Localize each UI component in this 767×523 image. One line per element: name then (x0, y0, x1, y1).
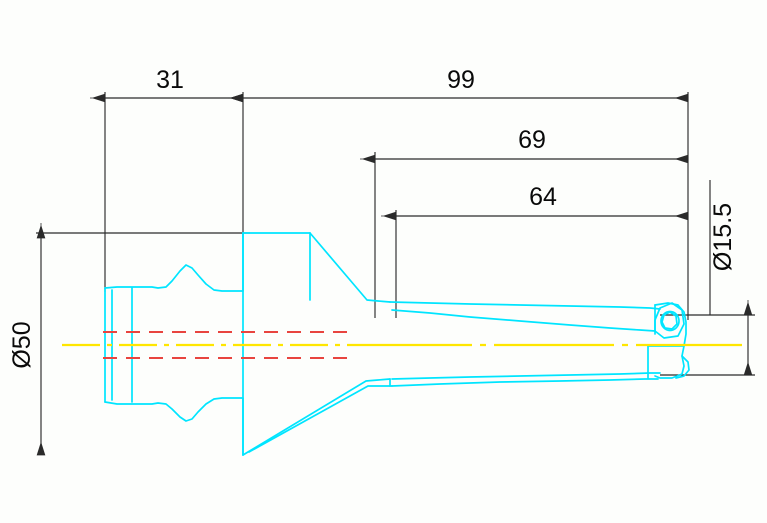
dim-label-diameter-50: Ø50 (8, 321, 36, 368)
bar-lower-edge (391, 372, 661, 380)
hidden-lines (103, 330, 352, 360)
dim-label-31: 31 (156, 66, 184, 94)
bar-upper-edge (389, 301, 661, 310)
shank-upper-profile (104, 232, 244, 292)
dim-label-99: 99 (447, 66, 475, 94)
bar-lower-relief (391, 378, 659, 387)
dim-label-diameter-15-5: Ø15.5 (709, 203, 737, 271)
tool-nose-tip (675, 355, 690, 379)
dimension-lines (36, 93, 753, 456)
cutting-insert (654, 302, 685, 339)
insert-screw-hole-inner (661, 311, 678, 330)
extension-lines (36, 92, 755, 376)
bar-upper-relief (391, 309, 656, 332)
dim-label-69: 69 (518, 126, 546, 154)
tool-head-block (654, 302, 687, 379)
dim-label-64: 64 (529, 183, 557, 211)
taper-lower-inner (248, 385, 393, 453)
taper-lower (242, 378, 391, 456)
shank-lower-profile (104, 397, 244, 456)
taper-upper (309, 232, 391, 303)
